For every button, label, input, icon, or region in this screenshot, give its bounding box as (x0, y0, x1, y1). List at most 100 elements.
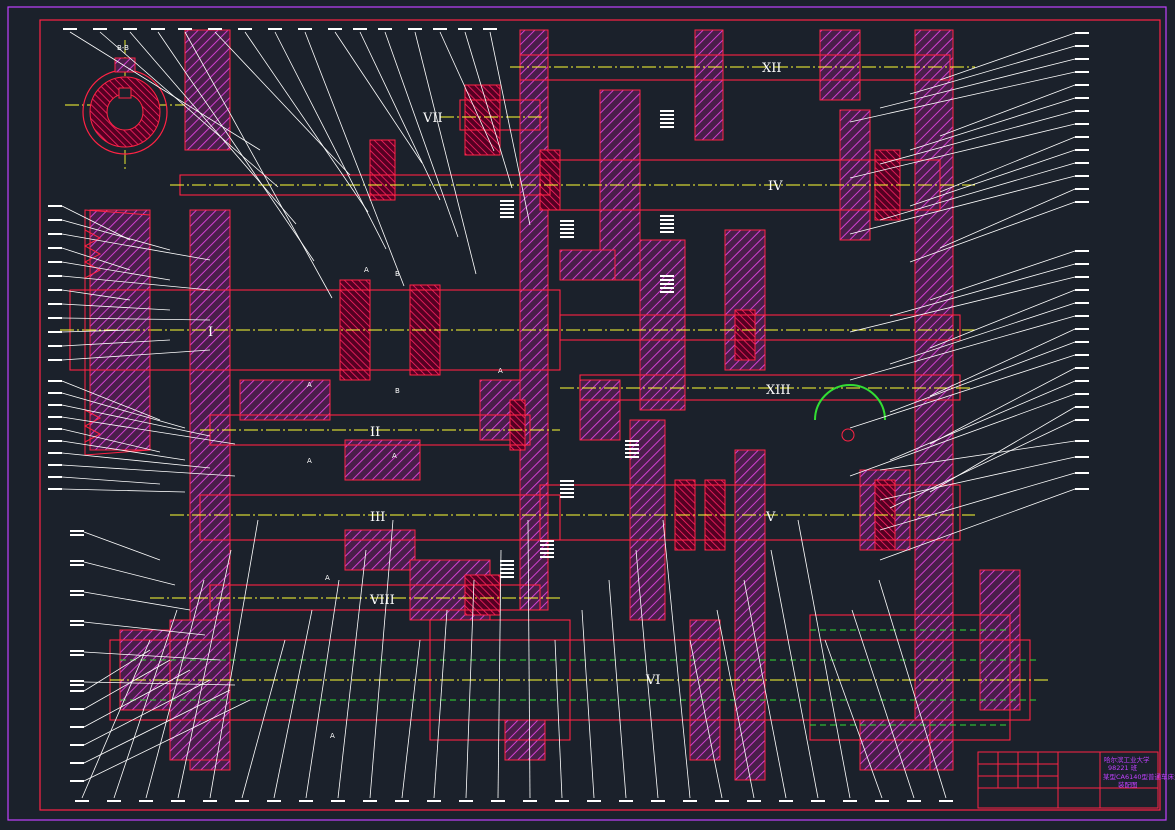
part-number-mark (363, 800, 377, 802)
part-number-mark (1075, 315, 1089, 317)
part-number-mark (48, 359, 62, 361)
part-number-mark (48, 289, 62, 291)
leader-line (849, 276, 1076, 333)
part-number-mark (1075, 84, 1089, 86)
leader-line (879, 58, 1076, 109)
leader-line (909, 97, 1076, 151)
part-number-mark (298, 28, 312, 30)
leader-line (61, 261, 171, 281)
leader-line (879, 110, 1076, 165)
shaft-label-iv: IV (768, 179, 783, 194)
shaft-label-vi: VI (645, 673, 661, 688)
part-number-mark (48, 317, 62, 319)
part-number-mark (48, 392, 62, 394)
part-number-mark (1075, 250, 1089, 252)
part-number-mark (1075, 97, 1089, 99)
section-marks: A A A A A A A B B (307, 266, 503, 740)
leader-line (770, 549, 819, 799)
leader-line (83, 689, 231, 764)
center-lines (60, 40, 1050, 681)
leader-line (61, 476, 161, 485)
leader-line (879, 488, 1076, 561)
part-number-mark (483, 28, 497, 30)
part-number-mark (560, 220, 574, 238)
leader-line (273, 609, 313, 799)
leader-line (554, 639, 563, 799)
leader-line (129, 31, 297, 225)
leader-line (61, 349, 211, 361)
part-number-mark (70, 620, 84, 626)
part-number-mark (235, 800, 249, 802)
leader-line (83, 699, 251, 782)
part-number-mark (48, 275, 62, 277)
shaft-label-xiii: XIII (766, 383, 791, 398)
leader-line (414, 31, 477, 275)
leader-line (61, 452, 211, 469)
part-number-mark (427, 800, 441, 802)
leader-line (209, 519, 259, 799)
leader-line (61, 289, 131, 301)
leader-line (849, 71, 1076, 123)
leader-line (334, 31, 423, 164)
leader-line (384, 31, 459, 238)
shaft-label-v: V (765, 510, 776, 525)
part-number-mark (619, 800, 633, 802)
leader-line (69, 31, 261, 151)
part-number-mark (139, 800, 153, 802)
part-number-mark (1075, 354, 1089, 356)
part-number-mark (1075, 58, 1089, 60)
leader-line (849, 393, 1076, 477)
section-mark: A (330, 732, 335, 740)
leader-line (61, 275, 211, 291)
leader-line (662, 519, 691, 799)
part-number-mark (48, 219, 62, 221)
section-mark: A (325, 574, 330, 582)
part-number-mark (331, 800, 345, 802)
leader-line (241, 639, 286, 799)
leader-line (337, 549, 367, 799)
section-mark: A (307, 381, 312, 389)
part-number-mark (70, 762, 84, 764)
leader-line (489, 31, 531, 226)
leader-line (244, 31, 369, 213)
leader-line (61, 488, 186, 493)
part-number-mark (48, 440, 62, 442)
part-number-mark (48, 205, 62, 207)
spindle-hidden-lines (120, 629, 1040, 726)
part-number-mark (1075, 380, 1089, 382)
part-number-mark (779, 800, 793, 802)
part-number-mark (500, 200, 514, 218)
leader-line (439, 31, 495, 152)
leader-line (939, 32, 1076, 81)
leader-line (929, 328, 1076, 397)
leader-line (83, 591, 191, 611)
part-number-mark (660, 215, 674, 233)
part-number-mark (1075, 472, 1089, 474)
part-number-mark (63, 28, 77, 30)
leader-line (61, 440, 186, 461)
part-number-mark (70, 650, 84, 656)
part-number-mark (178, 28, 192, 30)
part-number-mark (48, 416, 62, 418)
shaft-label-ii: II (370, 425, 380, 440)
section-mark: A (307, 457, 312, 465)
leader-line (743, 579, 787, 799)
part-number-mark (328, 28, 342, 30)
part-number-mark (660, 275, 674, 293)
part-number-mark (1075, 32, 1089, 34)
leader-line (401, 639, 421, 799)
part-number-mark (458, 28, 472, 30)
leader-line (61, 233, 211, 261)
part-number-mark (1075, 302, 1089, 304)
part-number-mark (48, 261, 62, 263)
part-number-mark (560, 480, 574, 498)
part-number-mark (811, 800, 825, 802)
leader-line (497, 549, 502, 799)
part-number-mark (171, 800, 185, 802)
leader-line (929, 367, 1076, 445)
leader-line (939, 84, 1076, 137)
part-number-mark (651, 800, 665, 802)
part-number-mark (1075, 45, 1089, 47)
part-number-mark (1075, 162, 1089, 164)
